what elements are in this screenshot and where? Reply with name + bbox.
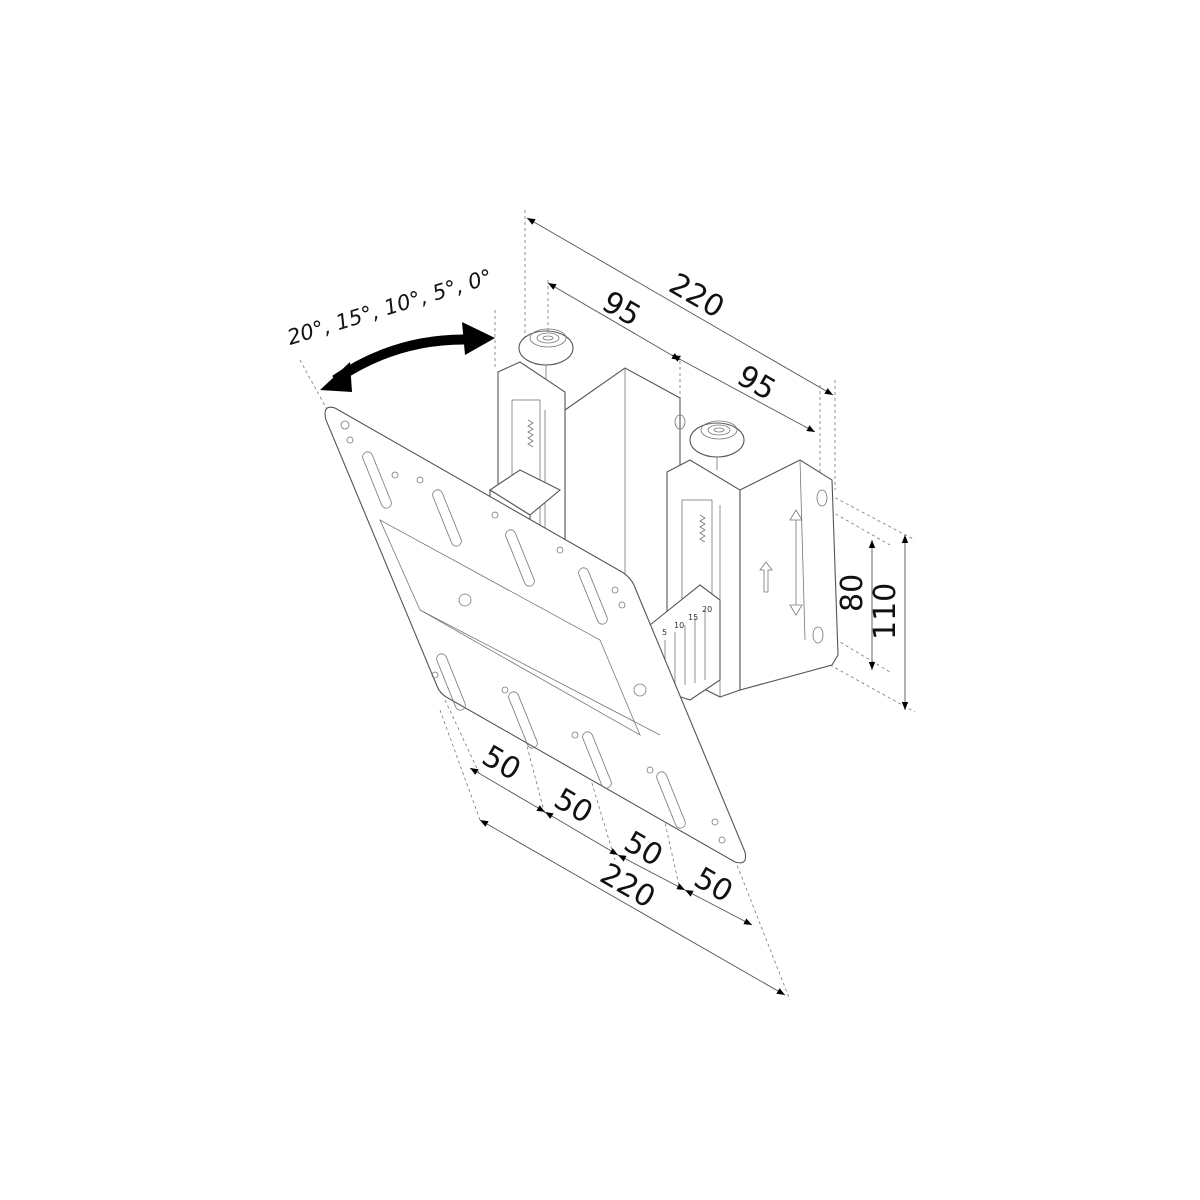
vertical-dimension-lines xyxy=(868,535,909,710)
dim-vesa-spacing-1: 50 xyxy=(476,739,527,788)
dim-wall-hole-spacing: 80 xyxy=(835,574,870,612)
tilt-scale-5: 5 xyxy=(662,628,667,637)
top-dimension-lines xyxy=(526,217,834,433)
tension-knob-right xyxy=(689,420,745,470)
tilt-range-arrow-icon xyxy=(320,322,495,392)
tilt-scale-15: 15 xyxy=(688,613,698,622)
dim-bracket-spacing-right: 95 xyxy=(731,359,782,408)
tilt-scale-10: 10 xyxy=(674,621,684,630)
mount-direction-arrow-icon xyxy=(759,561,773,593)
dim-bracket-spacing-left: 95 xyxy=(596,285,647,334)
dim-wall-plate-height: 110 xyxy=(868,583,903,640)
dim-bracket-total-width: 220 xyxy=(663,267,730,326)
bottom-dimension-lines xyxy=(469,767,786,996)
level-marker-icon xyxy=(789,509,803,616)
tilt-scale-20: 20 xyxy=(702,605,712,614)
dim-vesa-spacing-4: 50 xyxy=(688,861,739,910)
dim-vesa-spacing-2: 50 xyxy=(548,782,599,831)
